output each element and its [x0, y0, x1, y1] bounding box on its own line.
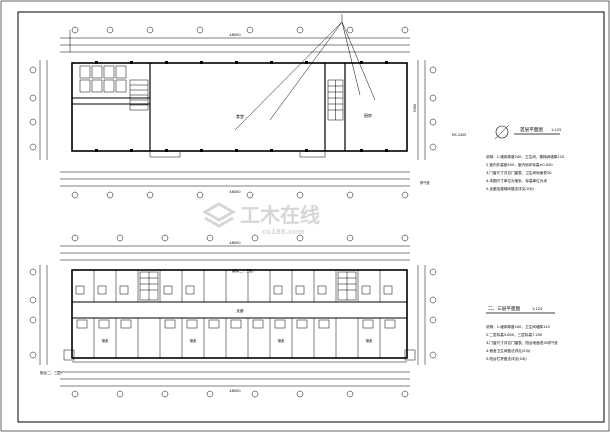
plan1-note-line: 说明：1.墙体厚度240，卫生间、楼梯间墙厚120 [486, 154, 565, 159]
plan1-room-label: 食堂 [236, 113, 244, 119]
plan1-note-line: 5.走廊及楼梯间做法详见(03J) [486, 186, 534, 191]
plan2-upper-floors [39, 245, 426, 387]
plan1-note-line: 3.门窗尺寸详见门窗表，卫生间地面低30 [486, 170, 552, 175]
watermark: 工木在线 co188.com [201, 202, 320, 236]
plan1-side-total-dim: 9300 [413, 104, 417, 112]
watermark-logo-icon [201, 202, 237, 228]
plan1-notes: 说明：1.墙体厚度240，卫生间、楼梯间墙厚120 2.室内外高差450，室内地… [486, 154, 565, 191]
plan2-stair-tag: 楼梯(二、三层) [232, 268, 254, 273]
plan1-bottom-tag: 排气道 [420, 180, 430, 185]
plan1-scale: 1:125 [551, 128, 561, 132]
plan2-title: 二、三层平面图 [488, 306, 521, 312]
plan2-balcony-tag: 阳台(二、三层) [40, 370, 62, 375]
plan1-bottom-total-dim: 48000 [229, 190, 240, 194]
plan1-kitchen-label: 厨房 [364, 112, 372, 118]
sheet-border-inner [17, 11, 605, 423]
plan1-note-line: 2.室内外高差450，室内地坪标高±0.000 [486, 162, 553, 167]
watermark-sub-text: co188.com [262, 228, 304, 236]
plan1-title: 首层平面图 [520, 126, 543, 133]
plan1-note-line: 4.本图尺寸单位为毫米，标高单位为米 [486, 178, 547, 183]
plan2-note-line: 2.二层标高3.600，三层标高7.200 [486, 332, 543, 337]
plan2-notes: 说明：1.墙体厚度240，卫生间墙厚120 2.二层标高3.600，三层标高7.… [486, 324, 551, 361]
plan2-top-total-dim: 48000 [229, 241, 240, 245]
plan1-side-tag: MC-2400 [452, 133, 466, 137]
plan1-ground-floor [39, 14, 426, 187]
plan2-note-line: 说明：1.墙体厚度240，卫生间墙厚120 [486, 324, 551, 329]
plan2-bottom-total-dim: 48000 [229, 389, 240, 393]
plan1-top-total-dim: 48000 [229, 33, 240, 37]
watermark-main-text: 工木在线 [240, 203, 320, 227]
plan2-room-label: 宿舍 [366, 338, 373, 343]
plan2-note-line: 4.宿舍卫生间做法详见(03J) [486, 348, 531, 353]
plan2-scale: 1:125 [532, 307, 542, 311]
plan2-room-label: 宿舍 [190, 338, 197, 343]
plan2-note-line: 5.阳台栏杆做法详见(03J) [486, 356, 527, 361]
plan1-title-block [494, 124, 560, 140]
plan2-axis-bubbles [29, 234, 437, 398]
plan2-room-label: 宿舍 [278, 338, 285, 343]
plan2-corridor-label: 走廊 [236, 308, 244, 313]
plan1-axis-bubbles [29, 26, 437, 199]
plan2-note-line: 3.门窗尺寸详见门窗表，阳台地面低30 [486, 340, 549, 345]
plan2-note-tag: 排气道 [548, 340, 558, 345]
plan2-room-label: 宿舍 [102, 338, 109, 343]
